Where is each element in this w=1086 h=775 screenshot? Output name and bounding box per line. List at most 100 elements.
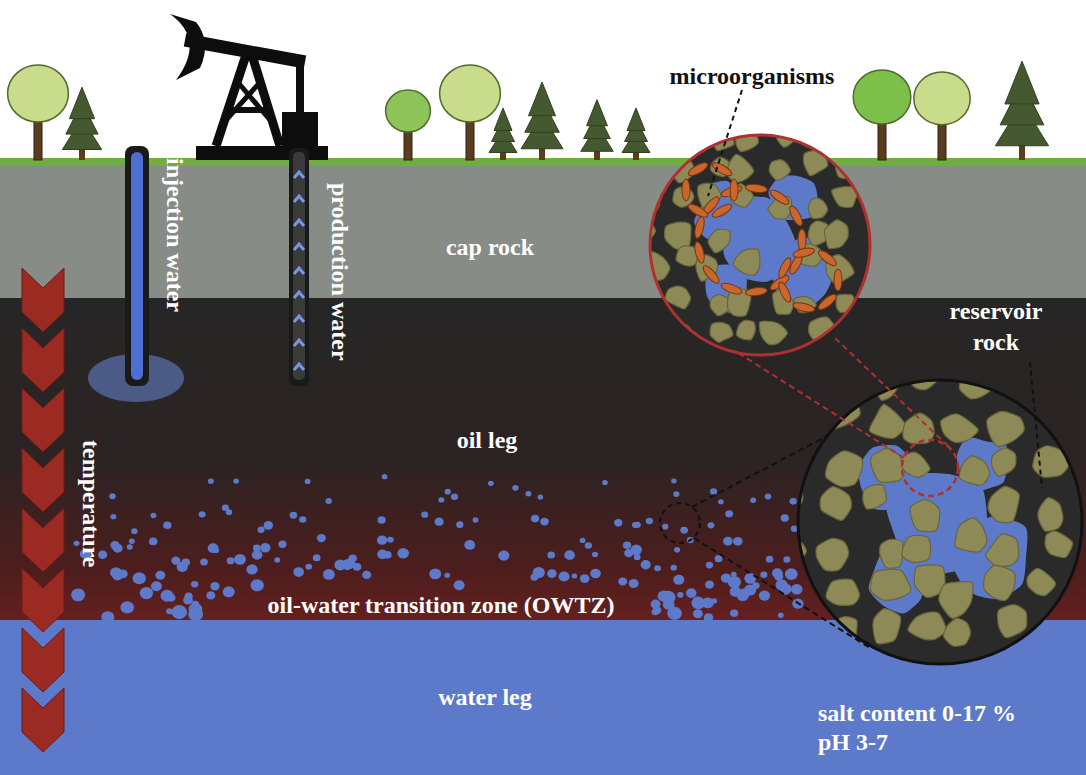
water-droplet bbox=[677, 592, 683, 598]
sand-grain bbox=[991, 448, 1016, 476]
water-droplet bbox=[208, 543, 219, 553]
flow-chevron bbox=[294, 316, 304, 322]
water-droplet bbox=[710, 488, 717, 494]
water-droplet bbox=[227, 557, 235, 564]
callout-label: microorganisms bbox=[670, 63, 835, 89]
water-droplet bbox=[208, 479, 214, 484]
layer-label: water leg bbox=[438, 684, 532, 710]
strata-band: oil leg bbox=[0, 298, 1086, 620]
water-droplet bbox=[652, 609, 659, 616]
water-droplet bbox=[71, 588, 85, 601]
microorganism bbox=[745, 183, 768, 194]
zoom-spot-red bbox=[902, 440, 958, 496]
water-droplet bbox=[766, 556, 773, 563]
zone-label: oil-water transition zone (OWTZ) bbox=[268, 592, 615, 618]
round-tree bbox=[440, 65, 501, 160]
water-droplet bbox=[725, 510, 733, 517]
water-droplet bbox=[110, 514, 116, 519]
sand-grain bbox=[733, 249, 760, 276]
microorganism bbox=[682, 179, 690, 201]
strata-band: water leg bbox=[0, 620, 1086, 775]
sand-grain bbox=[870, 569, 910, 600]
water-droplet bbox=[387, 537, 394, 543]
water-droplet bbox=[704, 613, 714, 622]
temperature-chevron bbox=[22, 328, 64, 392]
water-droplet bbox=[538, 494, 544, 499]
sand-grain bbox=[824, 220, 848, 249]
sand-grain bbox=[1038, 498, 1063, 532]
pine-tier bbox=[627, 108, 645, 131]
microorganism bbox=[776, 256, 793, 279]
water-droplet bbox=[362, 571, 371, 579]
water-droplet bbox=[250, 579, 263, 591]
water-droplet bbox=[113, 544, 123, 553]
water-droplet bbox=[109, 493, 115, 499]
sand-grain bbox=[710, 322, 733, 342]
water-droplet bbox=[674, 547, 680, 553]
water-droplet bbox=[614, 519, 622, 526]
water-droplet bbox=[558, 571, 569, 581]
water-droplet bbox=[293, 567, 304, 577]
oil-leg-band bbox=[0, 298, 1086, 620]
water-droplet bbox=[488, 481, 494, 486]
microorganism bbox=[745, 286, 768, 297]
flow-chevron bbox=[294, 172, 304, 178]
water-droplet bbox=[693, 596, 702, 604]
sand-grain bbox=[880, 539, 903, 568]
sand-grain bbox=[808, 198, 827, 219]
production-pipe bbox=[289, 148, 309, 386]
sand-grain bbox=[640, 313, 663, 332]
water-droplet bbox=[580, 574, 590, 583]
water-droplet bbox=[258, 526, 265, 532]
sand-grain bbox=[820, 487, 851, 521]
pine-tree bbox=[489, 108, 517, 160]
sand-grain bbox=[642, 153, 666, 171]
water-droplet bbox=[317, 534, 326, 542]
water-droplet bbox=[590, 569, 601, 579]
flow-chevron bbox=[294, 244, 304, 250]
water-droplet bbox=[706, 562, 713, 569]
temperature-chevron bbox=[22, 508, 64, 572]
magnifier-ring bbox=[798, 380, 1082, 664]
water-droplet bbox=[525, 491, 531, 496]
water-droplet bbox=[199, 511, 206, 517]
water-droplet bbox=[131, 528, 137, 534]
round-tree bbox=[914, 72, 970, 160]
microorganism bbox=[834, 269, 842, 291]
round-tree bbox=[386, 90, 431, 160]
water-droplet bbox=[457, 521, 463, 527]
microorganism bbox=[798, 229, 806, 251]
water-droplet bbox=[723, 537, 733, 546]
sand-grain bbox=[816, 538, 849, 571]
property-label: pH 3-7 bbox=[818, 729, 888, 755]
water-droplet bbox=[618, 577, 627, 585]
production-bore bbox=[293, 152, 305, 380]
water-droplet bbox=[234, 554, 246, 565]
water-droplet bbox=[210, 582, 219, 590]
water-droplet bbox=[323, 569, 335, 580]
sand-grain bbox=[1045, 531, 1073, 558]
flow-chevron bbox=[294, 196, 304, 202]
callout-label: reservoir rock bbox=[940, 296, 1052, 358]
pine-tier bbox=[69, 87, 94, 119]
pine-tier bbox=[587, 100, 608, 126]
water-droplet bbox=[140, 587, 153, 599]
water-droplet bbox=[473, 517, 479, 522]
sand-grain bbox=[1036, 360, 1066, 393]
pine-tree bbox=[995, 61, 1048, 160]
sand-grain bbox=[775, 566, 809, 596]
water-droplet bbox=[759, 590, 770, 600]
tree-crown bbox=[853, 70, 911, 124]
sand-grain bbox=[785, 409, 817, 444]
sand-grain bbox=[863, 485, 887, 509]
microorganism bbox=[720, 281, 743, 296]
pine-tree bbox=[622, 108, 650, 160]
microorganism bbox=[686, 160, 709, 178]
water-droplet bbox=[730, 609, 738, 616]
sand-grain bbox=[759, 321, 787, 345]
water-droplet bbox=[783, 556, 790, 562]
water-droplet bbox=[151, 581, 162, 591]
water-droplet bbox=[623, 542, 631, 550]
